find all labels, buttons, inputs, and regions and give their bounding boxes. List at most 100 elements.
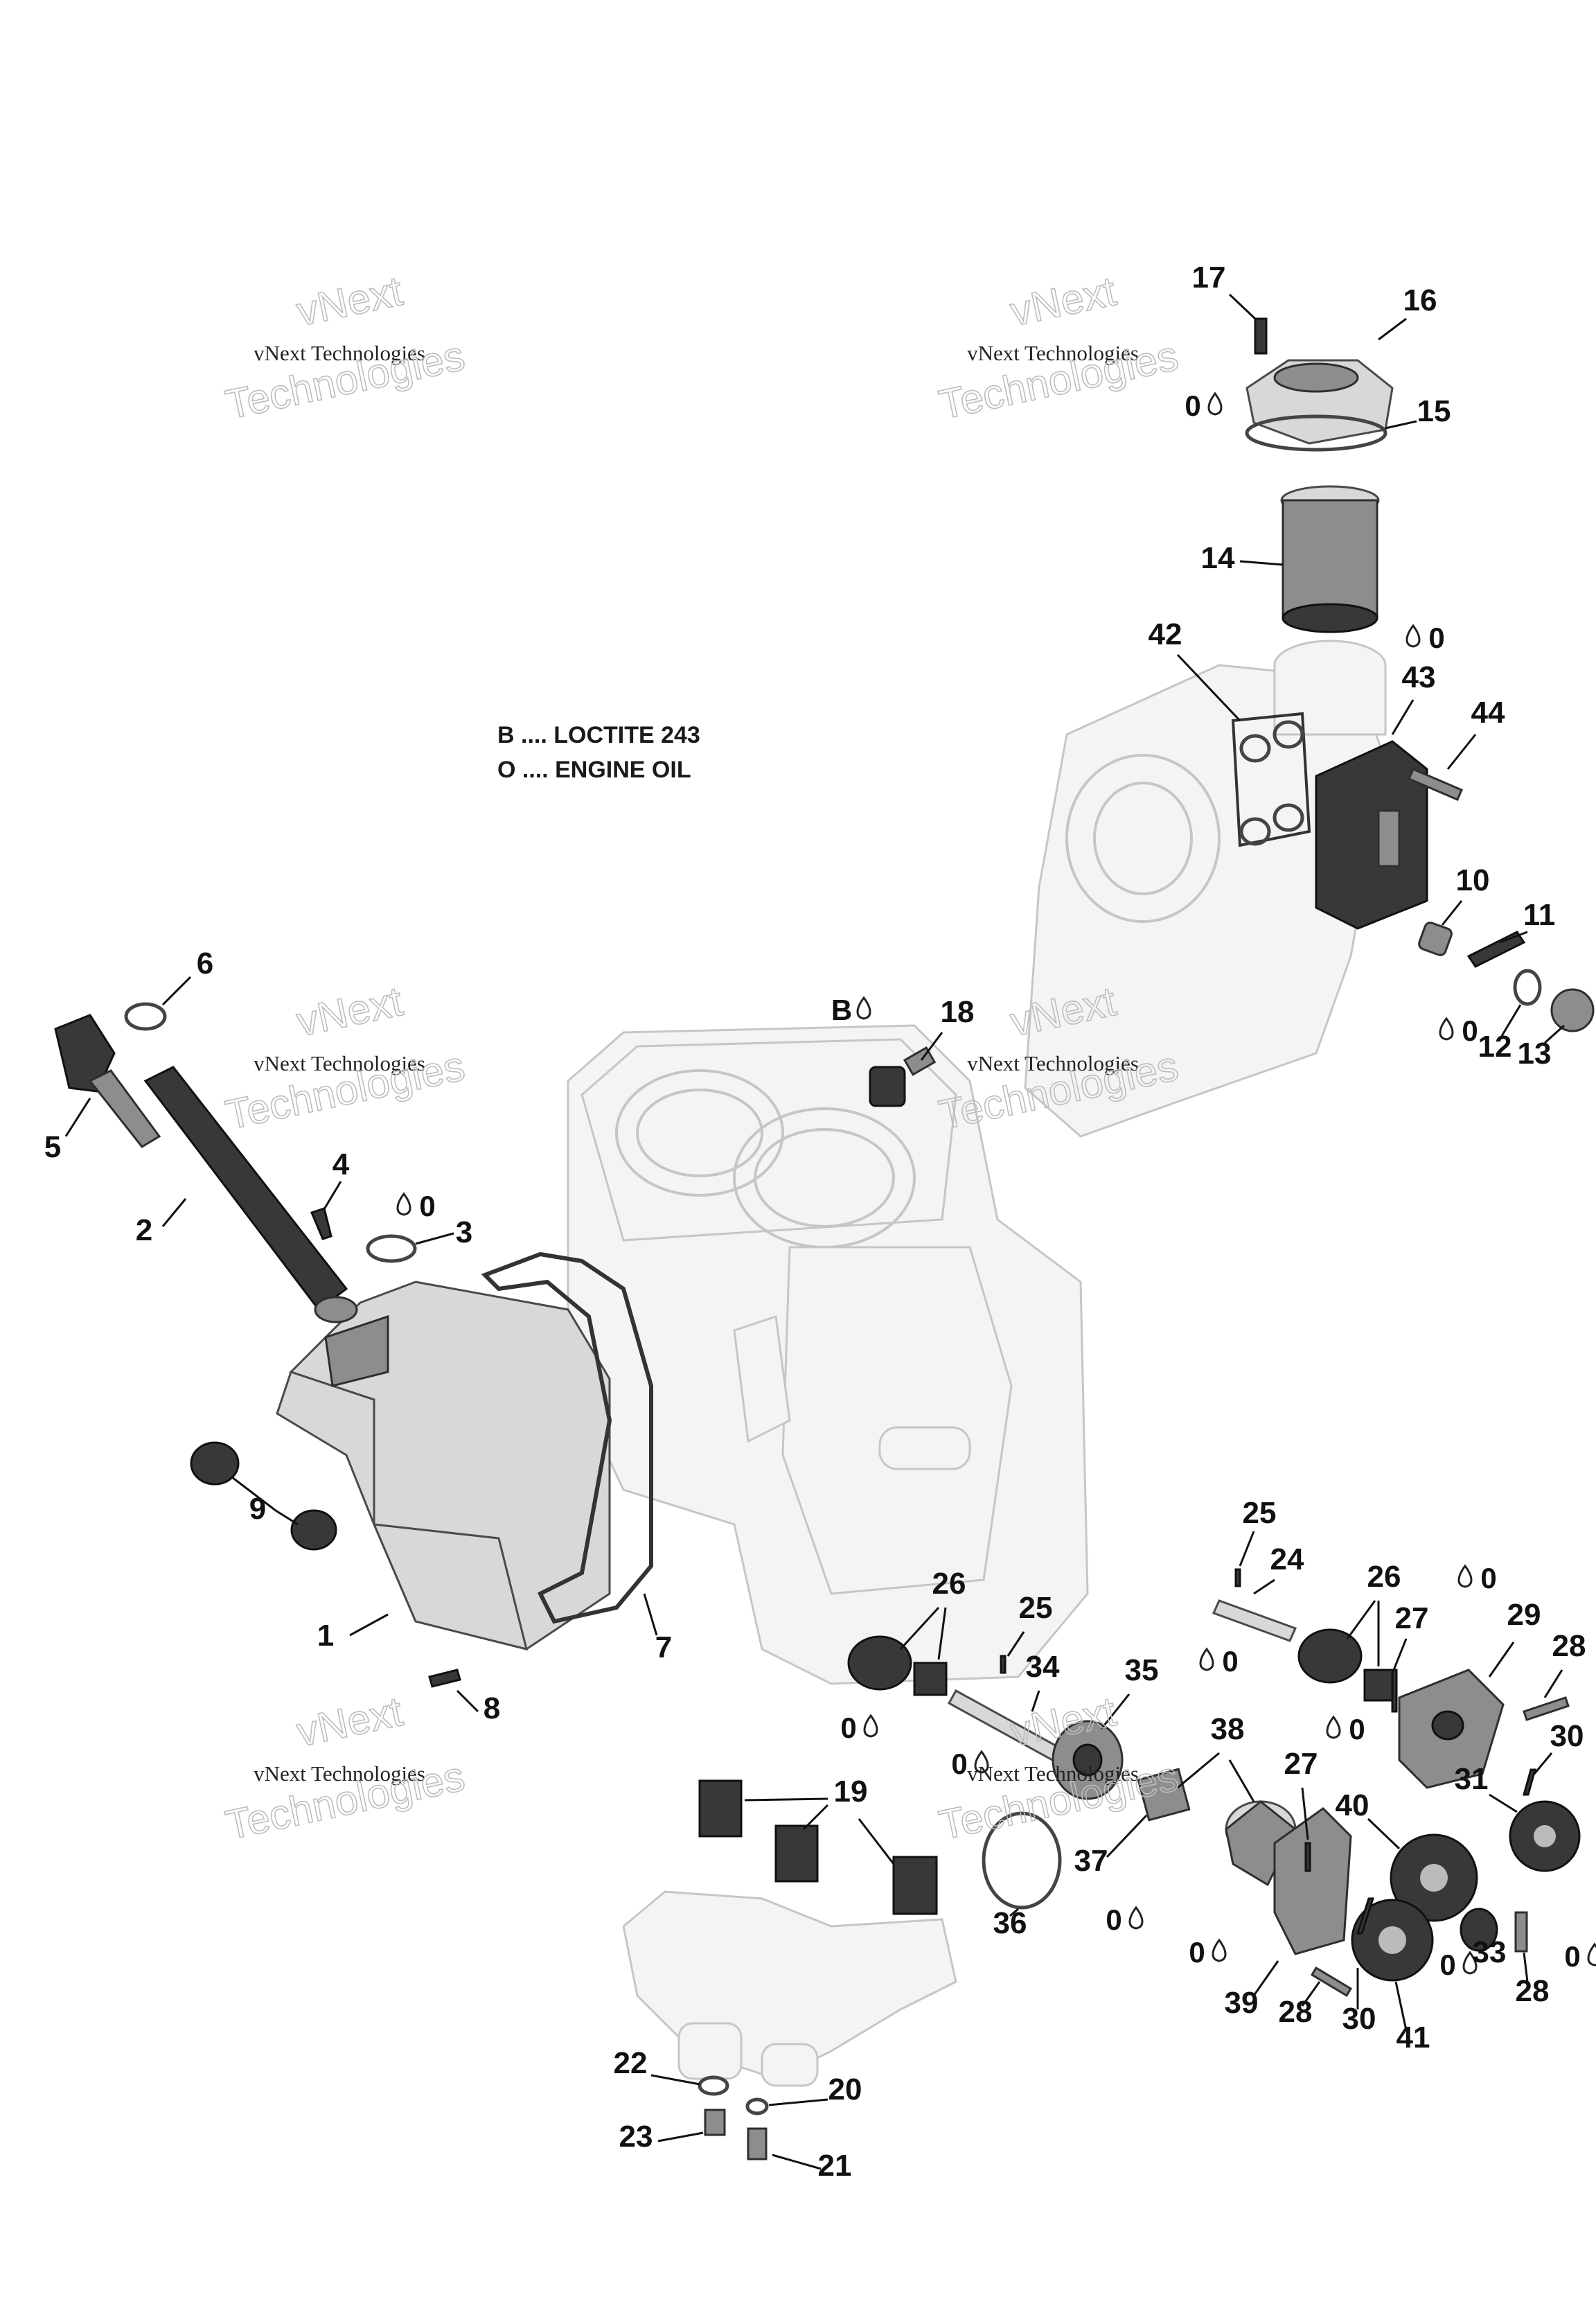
engine-oil-symbol: 0 <box>1564 1940 1596 1973</box>
callout-31: 31 <box>1455 1762 1489 1796</box>
oil-pan-gasket <box>481 1251 653 1624</box>
rotor-26-left <box>847 1635 948 1696</box>
callout-26-1: 26 <box>932 1567 966 1601</box>
leader-line-36 <box>1009 1908 1019 1917</box>
leader-line-42 <box>1176 653 1241 722</box>
leader-line-18 <box>920 1032 943 1061</box>
callout-28-3: 28 <box>1516 1974 1550 2008</box>
callout-38-1: 38 <box>1211 1712 1245 1746</box>
oil-filter <box>1280 485 1380 633</box>
callout-35: 35 <box>1125 1653 1159 1687</box>
leader-line-30 <box>1533 1752 1553 1775</box>
screw-44 <box>1408 768 1463 801</box>
engine-oil-symbol: 0 <box>1457 1562 1497 1594</box>
engine-oil-symbol: 0 <box>1326 1713 1365 1745</box>
callout-17: 17 <box>1192 261 1226 294</box>
engine-oil-symbol: 0 <box>951 1748 989 1780</box>
leader-line-13 <box>1544 1024 1565 1044</box>
callout-12: 12 <box>1478 1030 1512 1064</box>
leader-line-1 <box>349 1613 389 1637</box>
callout-36: 36 <box>993 1906 1027 1940</box>
rotor-26-right <box>1297 1628 1394 1702</box>
leader-line-23 <box>657 2131 704 2142</box>
leader-line-44 <box>1446 734 1477 770</box>
callout-33: 33 <box>1473 1935 1507 1969</box>
callout-15: 15 <box>1417 394 1451 428</box>
leader-line-8 <box>456 1689 479 1713</box>
plug-23 <box>704 2109 726 2136</box>
gear-40 <box>1390 1833 1478 1922</box>
engine-oil-symbol: 0 <box>1199 1645 1239 1678</box>
pin-27-a <box>1391 1669 1398 1713</box>
screw-28-a <box>1523 1696 1570 1721</box>
leader-line-43 <box>1391 699 1415 735</box>
callout-39: 39 <box>1225 1986 1259 2020</box>
oil-drop-icon <box>974 1750 989 1774</box>
callout-10: 10 <box>1456 863 1490 897</box>
callout-37: 37 <box>1074 1844 1108 1878</box>
shaft-24 <box>1212 1599 1297 1642</box>
callout-4: 4 <box>332 1147 350 1181</box>
oil-drop-icon <box>1326 1715 1341 1739</box>
callout-24: 24 <box>1270 1542 1304 1576</box>
callout-21: 21 <box>818 2149 852 2183</box>
engine-oil-symbol: 0 <box>1439 1014 1478 1047</box>
watermark-top: vNext <box>293 1688 407 1755</box>
watermark-label: vNext Technologies <box>254 341 425 365</box>
watermark-label: vNext Technologies <box>254 1051 425 1075</box>
watermark-label: vNext Technologies <box>967 1051 1139 1075</box>
oil-drop-icon <box>1207 391 1223 416</box>
leader-line-14 <box>1239 560 1284 566</box>
callout-23: 23 <box>619 2120 653 2154</box>
leader-line-33 <box>1481 1942 1487 1948</box>
callout-18: 18 <box>941 995 975 1029</box>
callout-29: 29 <box>1507 1598 1541 1632</box>
leader-line-3 <box>415 1232 454 1245</box>
leader-line-37 <box>1106 1814 1148 1858</box>
o-ring-6 <box>124 1002 167 1031</box>
dipstick-tube <box>143 1066 358 1323</box>
leader-line-7 <box>643 1593 658 1636</box>
legend: B .... LOCTITE 243 O .... ENGINE OIL <box>497 722 700 783</box>
screw-28-b <box>1310 1966 1353 1998</box>
leader-line-39 <box>1252 1960 1279 1996</box>
watermark-label: vNext Technologies <box>967 1761 1139 1786</box>
callout-27-1: 27 <box>1395 1601 1429 1635</box>
symbol-letter: 0 <box>419 1190 435 1222</box>
loctite-symbol: B <box>831 994 871 1026</box>
leader-line-34 <box>1031 1690 1040 1712</box>
symbol-letter: 0 <box>1222 1645 1238 1678</box>
leader-line-9 <box>231 1476 276 1512</box>
symbol-letter: 0 <box>1428 622 1444 654</box>
ring-22 <box>698 2075 729 2096</box>
callout-25-1: 25 <box>1243 1496 1277 1530</box>
callout-42: 42 <box>1149 617 1182 651</box>
leader-line-27 <box>1301 1787 1309 1840</box>
callout-43: 43 <box>1402 660 1436 694</box>
oil-drop-icon <box>396 1192 411 1216</box>
screw-17 <box>1254 317 1268 355</box>
plug-13 <box>1550 988 1595 1032</box>
symbol-letter: 0 <box>1439 1948 1455 1981</box>
leader-line-6 <box>161 976 192 1006</box>
oil-drop-icon <box>1462 1951 1478 1975</box>
screw-4 <box>310 1207 332 1240</box>
callout-34: 34 <box>1026 1650 1060 1684</box>
dipstick-handle <box>54 1014 161 1148</box>
o-ring-36 <box>982 1811 1062 1910</box>
symbol-letter: 0 <box>1185 389 1200 422</box>
callout-26-3: 26 <box>1367 1560 1401 1594</box>
pin-25-a <box>1234 1568 1241 1587</box>
leader-line-5 <box>64 1098 91 1137</box>
leader-line-26 <box>1346 1600 1376 1639</box>
leader-line-19 <box>802 1804 829 1831</box>
pump-cover-39 <box>1273 1807 1352 1955</box>
leader-line-28 <box>1301 1981 1321 2007</box>
leader-line-20 <box>768 2098 828 2106</box>
leader-line-27 <box>1392 1638 1408 1671</box>
symbol-letter: 0 <box>1564 1940 1580 1973</box>
oil-drop-icon <box>1457 1564 1473 1588</box>
symbol-letter: 0 <box>1480 1562 1496 1594</box>
